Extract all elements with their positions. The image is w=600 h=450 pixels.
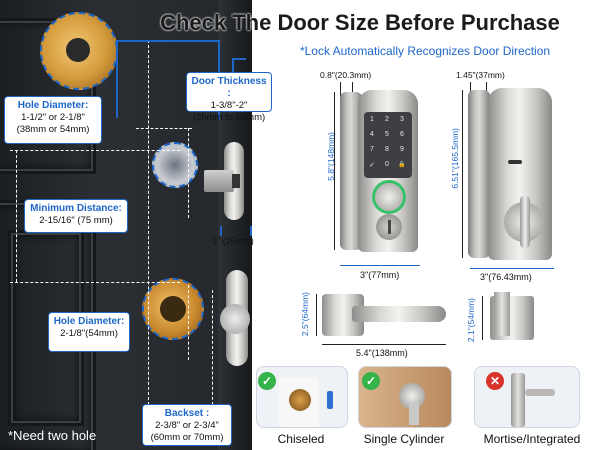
lever-handle [352,306,446,322]
hole-diameter-1-label: Hole Diameter: 1-1/2" or 2-1/8" (38mm or… [4,96,102,144]
keypad-key[interactable]: 8 [385,146,389,153]
latch-dimension: 1" (25mm) [212,236,254,246]
dim-line [334,92,335,250]
keypad [364,112,412,178]
lever-side-height-dimension: 2.1"(54mm) [466,298,476,343]
keypad-key[interactable]: 🔒 [398,162,406,168]
dim-line [470,268,554,269]
hole-diameter-2-label: Hole Diameter: 2-1/8"(54mm) [48,312,130,352]
lever-width-dimension: 5.4"(138mm) [356,348,408,358]
dim-line [352,82,353,100]
latch-dim-guide [220,226,222,236]
door-thickness-heading: Door Thickness : [191,76,267,99]
keypad-key[interactable]: 0 [385,161,389,168]
dim-line [316,294,317,336]
door-type-card-single-cylinder [358,366,452,428]
cross-bore-top [152,142,198,188]
lever-side-neck [494,292,510,336]
door-thickness-metric: (35mm to 50mm) [192,112,266,123]
hole-diameter-1-value: 1-1/2" or 2-1/8" [21,112,85,123]
thumb-turn[interactable] [520,196,530,248]
lever-height-dimension: 2.5"(64mm) [300,292,310,337]
back-lock-side [468,90,490,258]
hole-diameter-1-heading: Hole Diameter: [17,100,89,111]
dim-line [340,82,341,100]
door-type-card-mortise [474,366,580,428]
strike-hole [220,304,250,334]
guide-line [136,128,192,129]
dim-line [322,344,446,345]
battery-indicator [508,160,522,164]
backset-value: 2-3/8" or 2-3/4" [155,420,219,431]
front-top-dimension: 0.8"(20.3mm) [320,70,372,80]
guide-line [148,40,149,405]
check-icon: ✓ [362,372,380,390]
backset-label: Backset : 2-3/8" or 2-3/4" (60mm or 70mm… [142,404,232,446]
door-edge [218,0,252,450]
dim-line [482,296,483,340]
thickness-guide [232,58,246,60]
thickness-guide [116,40,118,118]
door-thickness-value: 1-3/8"-2" [210,100,248,111]
keypad-key[interactable]: 2 [385,116,389,123]
minimum-distance-value: 2-15/16" (75 mm) [39,215,113,226]
thickness-guide [118,40,218,42]
guide-line [188,128,189,218]
page-title: Check The Door Size Before Purchase [160,10,560,35]
dim-line [340,265,420,266]
keypad-keys: 1 2 3 4 5 6 7 8 9 ✓ 0 🔒 [366,116,410,176]
door-thickness-label: Door Thickness : 1-3/8"-2" (35mm to 50mm… [186,72,272,123]
key [409,403,419,425]
guide-line [10,282,180,283]
chisel-bore [289,389,311,411]
keypad-key[interactable]: 9 [400,146,404,153]
hole-diameter-2-heading: Hole Diameter: [53,316,125,327]
keypad-key[interactable]: 6 [400,131,404,138]
guide-line [212,290,213,405]
check-icon: ✓ [258,372,276,390]
keypad-key[interactable]: 1 [370,116,374,123]
latch-hole [66,38,90,62]
footnote: *Need two hole [8,428,96,443]
keypad-key[interactable]: 7 [370,146,374,153]
footnote-text: *Need two hole [8,428,97,443]
cross-bore-bottom-inner [160,296,186,322]
keypad-key[interactable]: ✓ [369,162,375,169]
minimum-distance-heading: Minimum Distance: [30,203,122,214]
latch-bolt-slot [232,174,240,188]
front-width-dimension: 3"(77mm) [360,270,400,280]
hole-diameter-1-metric: (38mm or 54mm) [16,124,90,135]
keypad-key[interactable]: 3 [400,116,404,123]
door-type-label: Mortise/Integrated [483,432,581,446]
dim-line [462,90,463,258]
door-type-label: Chiseled [277,432,325,446]
back-height-dimension: 6.51"(165.5mm) [450,128,460,189]
keypad-key[interactable]: 4 [370,131,374,138]
hole-diameter-2-value: 2-1/8"(54mm) [60,328,118,339]
fingerprint-ring [372,180,406,214]
mortise-handle [525,389,555,396]
back-top-dimension: 1.45"(37mm) [456,70,505,80]
guide-line [16,150,17,282]
keypad-key[interactable]: 5 [385,131,389,138]
guide-line [188,285,189,360]
backset-heading: Backset : [164,408,210,419]
latch-dim-guide [250,226,252,236]
mortise-plate [511,373,525,427]
guide-line [10,150,180,151]
latch-bolt [204,170,234,192]
faceplate-marker [327,391,333,409]
back-width-dimension: 3"(76.43mm) [480,272,532,282]
page-subtitle: *Lock Automatically Recognizes Door Dire… [299,44,551,58]
door-type-label: Single Cylinder [363,432,445,446]
keyway [388,220,391,234]
close-icon: ✕ [486,372,504,390]
backset-metric: (60mm or 70mm) [150,432,224,443]
minimum-distance-label: Minimum Distance: 2-15/16" (75 mm) [24,199,128,233]
front-lock-side [340,92,362,250]
